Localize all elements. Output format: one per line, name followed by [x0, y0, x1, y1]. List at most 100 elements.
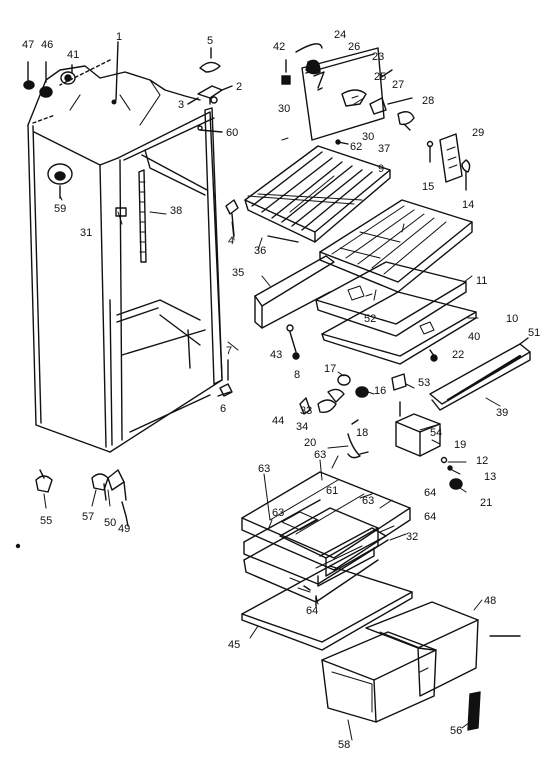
label-27: 27 — [392, 79, 404, 91]
label-31: 31 — [80, 227, 92, 239]
label-28: 28 — [422, 95, 434, 107]
label-21: 21 — [480, 497, 492, 509]
label-63d: 63 — [272, 507, 284, 519]
crisper-rail — [429, 337, 531, 411]
label-9: 9 — [378, 163, 384, 175]
stray-dot — [15, 543, 21, 549]
label-52: 52 — [364, 313, 376, 325]
part-13 — [447, 465, 453, 471]
label-41: 41 — [67, 49, 79, 61]
glass-shelf — [254, 255, 335, 329]
hinge-bottom — [217, 359, 233, 397]
crisper-pan-cover — [321, 291, 477, 365]
part-47 — [23, 61, 35, 90]
label-8: 8 — [294, 369, 300, 381]
label-59: 59 — [54, 203, 66, 215]
label-57: 57 — [82, 511, 94, 523]
part-53 — [391, 373, 407, 391]
freezer-shelf — [244, 145, 391, 243]
label-46: 46 — [41, 39, 53, 51]
label-23: 23 — [372, 51, 384, 63]
screw-1 — [111, 99, 117, 105]
cabinet-shell — [27, 59, 223, 453]
crisper-drawers — [321, 601, 479, 723]
label-24: 24 — [334, 29, 346, 41]
label-4: 4 — [228, 235, 234, 247]
label-33: 33 — [300, 405, 312, 417]
label-63c: 63 — [362, 495, 374, 507]
label-1: 1 — [116, 31, 122, 43]
part-17 — [337, 374, 351, 386]
dairy-door-shelves — [241, 471, 411, 603]
label-45: 45 — [228, 639, 240, 651]
drain-tube — [347, 419, 369, 459]
label-36: 36 — [254, 245, 266, 257]
label-60: 60 — [226, 127, 238, 139]
label-42: 42 — [273, 41, 285, 53]
label-55: 55 — [40, 515, 52, 527]
label-40: 40 — [468, 331, 480, 343]
water-tank — [395, 401, 441, 457]
label-29: 29 — [472, 127, 484, 139]
part-46 — [39, 61, 53, 98]
label-19: 19 — [454, 439, 466, 451]
rod-56 — [467, 691, 481, 731]
label-5: 5 — [207, 35, 213, 47]
leveling-legs — [35, 469, 129, 527]
label-64c: 64 — [306, 605, 318, 617]
label-12: 12 — [476, 455, 488, 467]
label-43: 43 — [270, 349, 282, 361]
label-64b: 64 — [424, 511, 436, 523]
label-44: 44 — [272, 415, 284, 427]
label-39: 39 — [496, 407, 508, 419]
label-37: 37 — [378, 143, 390, 155]
label-53: 53 — [418, 377, 430, 389]
screw-43 — [286, 324, 294, 332]
thermostat-knob — [47, 163, 73, 199]
label-38: 38 — [170, 205, 182, 217]
label-6: 6 — [220, 403, 226, 415]
part-21 — [449, 478, 463, 490]
label-10: 10 — [506, 313, 518, 325]
label-35: 35 — [232, 267, 244, 279]
control-parts — [281, 43, 415, 145]
label-51: 51 — [528, 327, 540, 339]
label-58: 58 — [338, 739, 350, 751]
label-50: 50 — [104, 517, 116, 529]
label-3: 3 — [178, 99, 184, 111]
leader-1 — [115, 41, 119, 101]
label-18: 18 — [356, 427, 368, 439]
label-30b: 30 — [362, 131, 374, 143]
hinge-top — [187, 47, 233, 105]
lamp-socket — [299, 388, 345, 415]
screw-8 — [292, 352, 300, 360]
label-61: 61 — [326, 485, 338, 497]
label-16: 16 — [374, 385, 386, 397]
label-48: 48 — [484, 595, 496, 607]
label-54: 54 — [430, 427, 442, 439]
label-34: 34 — [296, 421, 308, 433]
label-2: 2 — [236, 81, 242, 93]
label-15: 15 — [422, 181, 434, 193]
meat-keeper-tray — [315, 261, 467, 337]
label-14: 14 — [462, 199, 474, 211]
serial-plate — [115, 207, 127, 217]
label-22: 22 — [452, 349, 464, 361]
label-13: 13 — [484, 471, 496, 483]
shelf-clip — [225, 199, 239, 237]
label-26: 26 — [348, 41, 360, 53]
part-41 — [60, 64, 76, 85]
leader-60 — [199, 129, 223, 133]
label-20: 20 — [304, 437, 316, 449]
label-17: 17 — [324, 363, 336, 375]
leader-lines — [43, 137, 501, 741]
part-number-labels: 47 46 41 1 5 2 3 60 42 24 26 23 25 27 28… — [22, 29, 540, 751]
label-63b: 63 — [314, 449, 326, 461]
label-49: 49 — [118, 523, 130, 535]
part-16 — [355, 386, 369, 398]
label-7: 7 — [226, 345, 232, 357]
label-62: 62 — [350, 141, 362, 153]
leader-36 — [267, 235, 299, 243]
